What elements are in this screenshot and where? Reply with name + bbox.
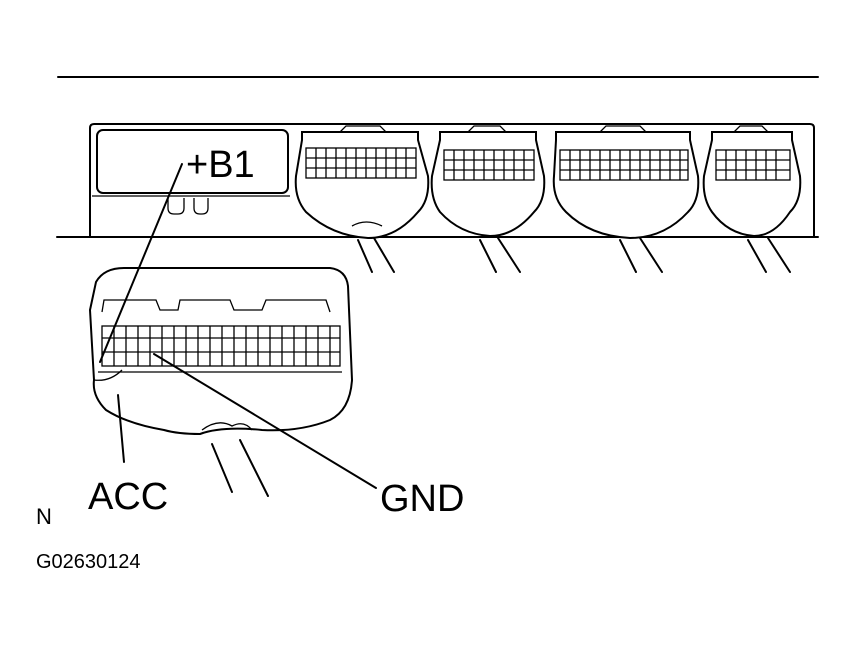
b1-socket xyxy=(96,129,289,194)
connector-2 xyxy=(430,125,546,273)
b1-leader xyxy=(99,163,183,363)
gnd-leader xyxy=(153,353,377,489)
enlarged-connector-pins xyxy=(101,325,341,367)
connector-4 xyxy=(702,125,802,273)
label-acc: ACC xyxy=(88,476,169,518)
orientation-mark: N xyxy=(36,504,52,529)
connector-3 xyxy=(552,125,700,273)
connector-1 xyxy=(294,125,430,273)
enlarged-connector xyxy=(88,267,354,497)
ecu-body xyxy=(56,123,819,238)
label-gnd: GND xyxy=(380,478,465,520)
figure-code: G02630124 xyxy=(36,551,141,573)
acc-leader xyxy=(117,394,125,463)
label-b1: +B1 xyxy=(186,144,255,186)
